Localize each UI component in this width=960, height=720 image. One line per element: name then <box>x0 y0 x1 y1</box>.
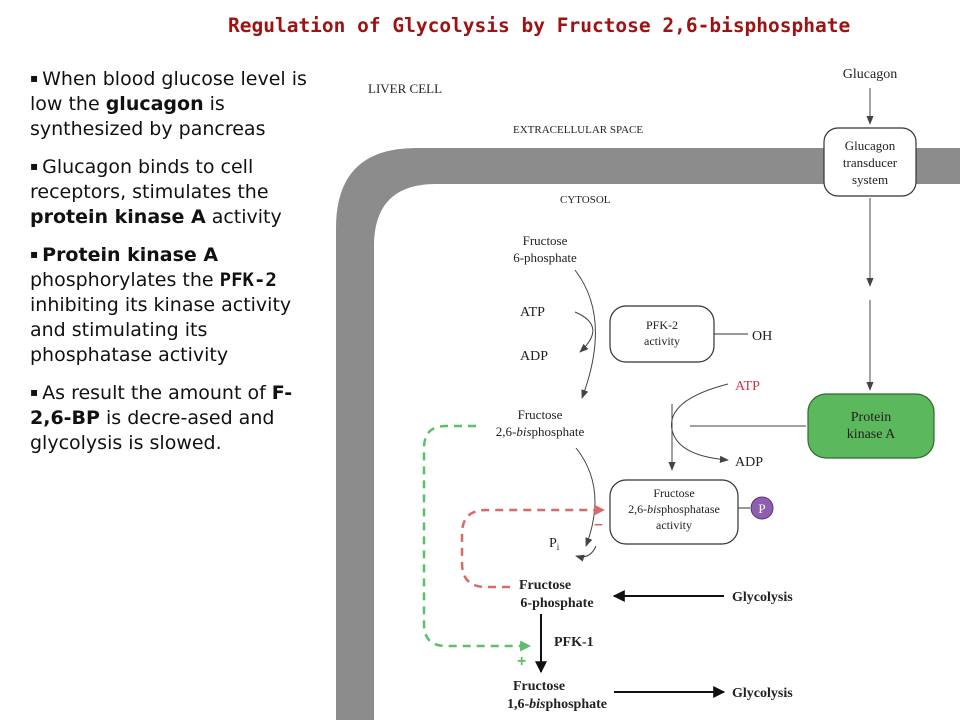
extracellular-space-label: EXTRACELLULAR SPACE <box>513 124 643 136</box>
pi-label: Pi <box>549 536 560 552</box>
f16bp-line-1: Fructose <box>513 679 565 694</box>
glucagon-label: Glucagon <box>843 67 897 82</box>
glycolysis-label-2: Glycolysis <box>732 686 793 701</box>
transducer-line-3: system <box>852 172 888 187</box>
f26bp-line-2: 2,6-bisphosphate <box>496 424 585 439</box>
transducer-line-1: Glucagon <box>845 138 896 153</box>
liver-cell-label: LIVER CELL <box>368 81 442 96</box>
pfk1-label: PFK-1 <box>554 635 594 650</box>
atp-red-label: ATP <box>735 379 760 394</box>
glycolysis-label-1: Glycolysis <box>732 590 793 605</box>
f6p-top-line-1: Fructose <box>523 233 568 248</box>
bullet-3: ▪Protein kinase A phosphorylates the PFK… <box>30 242 330 368</box>
cytosol-label: CYTOSOL <box>560 194 611 206</box>
minus-sign: – <box>594 516 603 533</box>
bullet-marker: ▪ <box>30 71 39 85</box>
bullet-text: activity <box>205 206 282 228</box>
bullet-2: ▪Glucagon binds to cell receptors, stimu… <box>30 154 330 230</box>
bullet-bold-text: F-2,6-BP <box>30 382 293 429</box>
oh-label: OH <box>752 329 772 344</box>
bullet-bold-text: protein kinase A <box>30 206 206 228</box>
bullet-text: is synthesized by pancreas <box>30 93 266 140</box>
bullet-text: inhibiting its kinase activity and stimu… <box>30 294 292 366</box>
f16bp-line-2: 1,6-bisphosphate <box>507 697 607 712</box>
adp-right-label: ADP <box>735 455 763 470</box>
atp-label: ATP <box>520 305 545 320</box>
phosphatase-line-1: Fructose <box>653 486 694 500</box>
f6p-bottom-line-1: Fructose <box>519 578 571 593</box>
f6p-top-line-2: 6-phosphate <box>513 250 577 265</box>
pka-line-2: kinase A <box>847 427 896 442</box>
bullet-1: ▪When blood glucose level is low the glu… <box>30 66 330 142</box>
glucagon-transducer-box <box>823 127 917 197</box>
phosphatase-line-3: activity <box>656 518 692 532</box>
slide-title: Regulation of Glycolysis by Fructose 2,6… <box>228 14 851 37</box>
bullet-text: is decre-ased and glycolysis is slowed. <box>30 407 275 454</box>
bullet-bold-text: glucagon <box>105 93 204 115</box>
plus-sign: + <box>517 653 526 670</box>
transducer-line-2: transducer <box>843 155 898 170</box>
bullet-marker: ▪ <box>30 159 39 173</box>
bullet-bold-text: Protein kinase A <box>42 244 219 266</box>
phosphatase-line-2: 2,6-bisphosphatase <box>628 502 720 516</box>
green-activation-arrow <box>422 424 532 652</box>
bullet-4: ▪As result the amount of F-2,6-BP is dec… <box>30 380 330 456</box>
bullet-text: As result the amount of <box>42 382 272 404</box>
bullet-text: Glucagon binds to cell receptors, stimul… <box>30 156 269 203</box>
phosphate-badge-label: P <box>758 501 765 516</box>
red-inhibition-arrow <box>460 504 606 589</box>
bullet-marker: ▪ <box>30 385 39 399</box>
pfk2-line-2: activity <box>644 334 680 348</box>
f6p-bottom-line-2: 6-phosphate <box>520 596 593 611</box>
protein-kinase-a-box <box>807 393 935 459</box>
adp-label: ADP <box>520 349 548 364</box>
bullet-marker: ▪ <box>30 247 39 261</box>
bullet-list: ▪When blood glucose level is low the glu… <box>30 66 330 468</box>
bullet-text: When blood glucose level is low the <box>30 68 307 115</box>
f26bp-line-1: Fructose <box>518 407 563 422</box>
bullet-bold-text: PFK-2 <box>219 269 277 291</box>
pka-line-1: Protein <box>851 410 891 425</box>
phosphate-badge <box>750 496 774 520</box>
phosphatase-box <box>609 479 739 545</box>
pfk2-line-1: PFK-2 <box>646 318 678 332</box>
bullet-text: phosphorylates the <box>30 269 220 291</box>
